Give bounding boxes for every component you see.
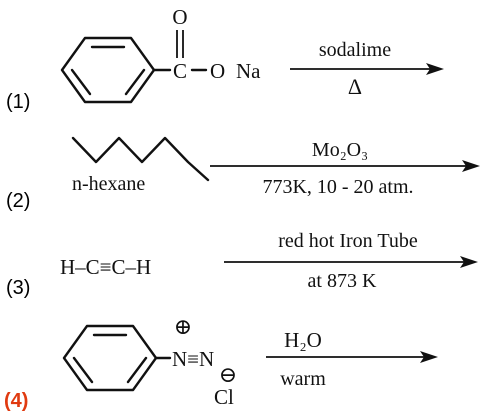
reaction-1: (1) O C O Na sodalime Δ: [6, 5, 444, 113]
ester-oxygen: O: [210, 59, 225, 83]
benzene-ring-2: [62, 324, 158, 392]
reaction-2-catalyst: Mo₂O₃: [312, 139, 368, 161]
reaction-3-condition: at 873 K: [308, 270, 377, 292]
reaction-4-reagent: H₂O: [284, 328, 322, 352]
diazonium-group: N≡N: [172, 347, 214, 371]
positive-charge: ⊕: [174, 314, 192, 339]
reaction-3: (3) H–C≡C–H red hot Iron Tube at 873 K: [6, 230, 478, 299]
reaction-3-reagent: red hot Iron Tube: [278, 230, 418, 252]
n-hexane-zigzag: [71, 136, 210, 182]
sodium: Na: [236, 59, 261, 83]
reaction-4: (4) ⊕ N≡N ⊖ Cl H₂O warm: [4, 314, 438, 412]
reaction-4-number: (4): [4, 390, 28, 412]
negative-charge: ⊖: [219, 362, 237, 387]
reaction-2-number: (2): [6, 190, 30, 212]
reaction-3-arrow: [224, 256, 478, 268]
reaction-1-reagent: sodalime: [319, 39, 391, 61]
carbonyl-oxygen: O: [172, 5, 187, 29]
n-hexane-label: n-hexane: [72, 173, 145, 195]
chloride-ion: Cl: [214, 385, 234, 409]
benzene-ring-1: [60, 36, 156, 104]
reaction-1-number: (1): [6, 91, 30, 113]
reaction-3-number: (3): [6, 277, 30, 299]
reaction-1-arrow: [290, 63, 444, 75]
reaction-4-condition: warm: [280, 368, 326, 390]
reaction-1-condition: Δ: [348, 74, 362, 99]
carbonyl-carbon: C: [173, 59, 187, 83]
reaction-2: (2) n-hexane Mo₂O₃ 773K, 10 - 20 atm.: [6, 136, 480, 212]
acetylene-formula: H–C≡C–H: [60, 255, 151, 279]
reaction-2-conditions: 773K, 10 - 20 atm.: [262, 176, 413, 198]
reaction-2-arrow: [210, 160, 480, 172]
reaction-4-arrow: [266, 351, 438, 363]
